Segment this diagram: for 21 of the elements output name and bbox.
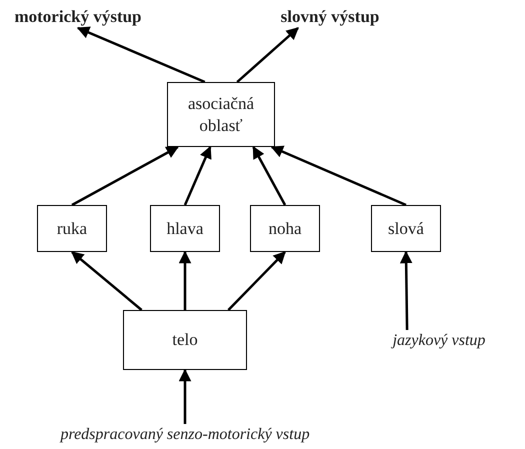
text-label: slovný výstup xyxy=(266,6,394,28)
arrow xyxy=(178,250,192,310)
arrow xyxy=(270,146,406,206)
arrow xyxy=(236,27,299,83)
arrow xyxy=(252,146,286,206)
process-box: telo xyxy=(123,310,247,370)
arrow xyxy=(400,250,412,330)
text-label: predspracovaný senzo-motorický vstup xyxy=(8,424,362,446)
process-box: hlava xyxy=(150,205,220,252)
arrow xyxy=(76,26,206,84)
process-box: ruka xyxy=(37,205,107,252)
text-label: jazykový vstup xyxy=(355,330,523,352)
arrow xyxy=(178,368,192,424)
arrow xyxy=(228,251,286,311)
arrow xyxy=(184,146,212,206)
process-box: noha xyxy=(250,205,320,252)
process-box: slová xyxy=(371,205,441,252)
arrow xyxy=(71,251,142,311)
process-box: asociačná oblasť xyxy=(167,82,275,147)
arrow xyxy=(71,146,179,206)
text-label: motorický výstup xyxy=(8,6,148,28)
